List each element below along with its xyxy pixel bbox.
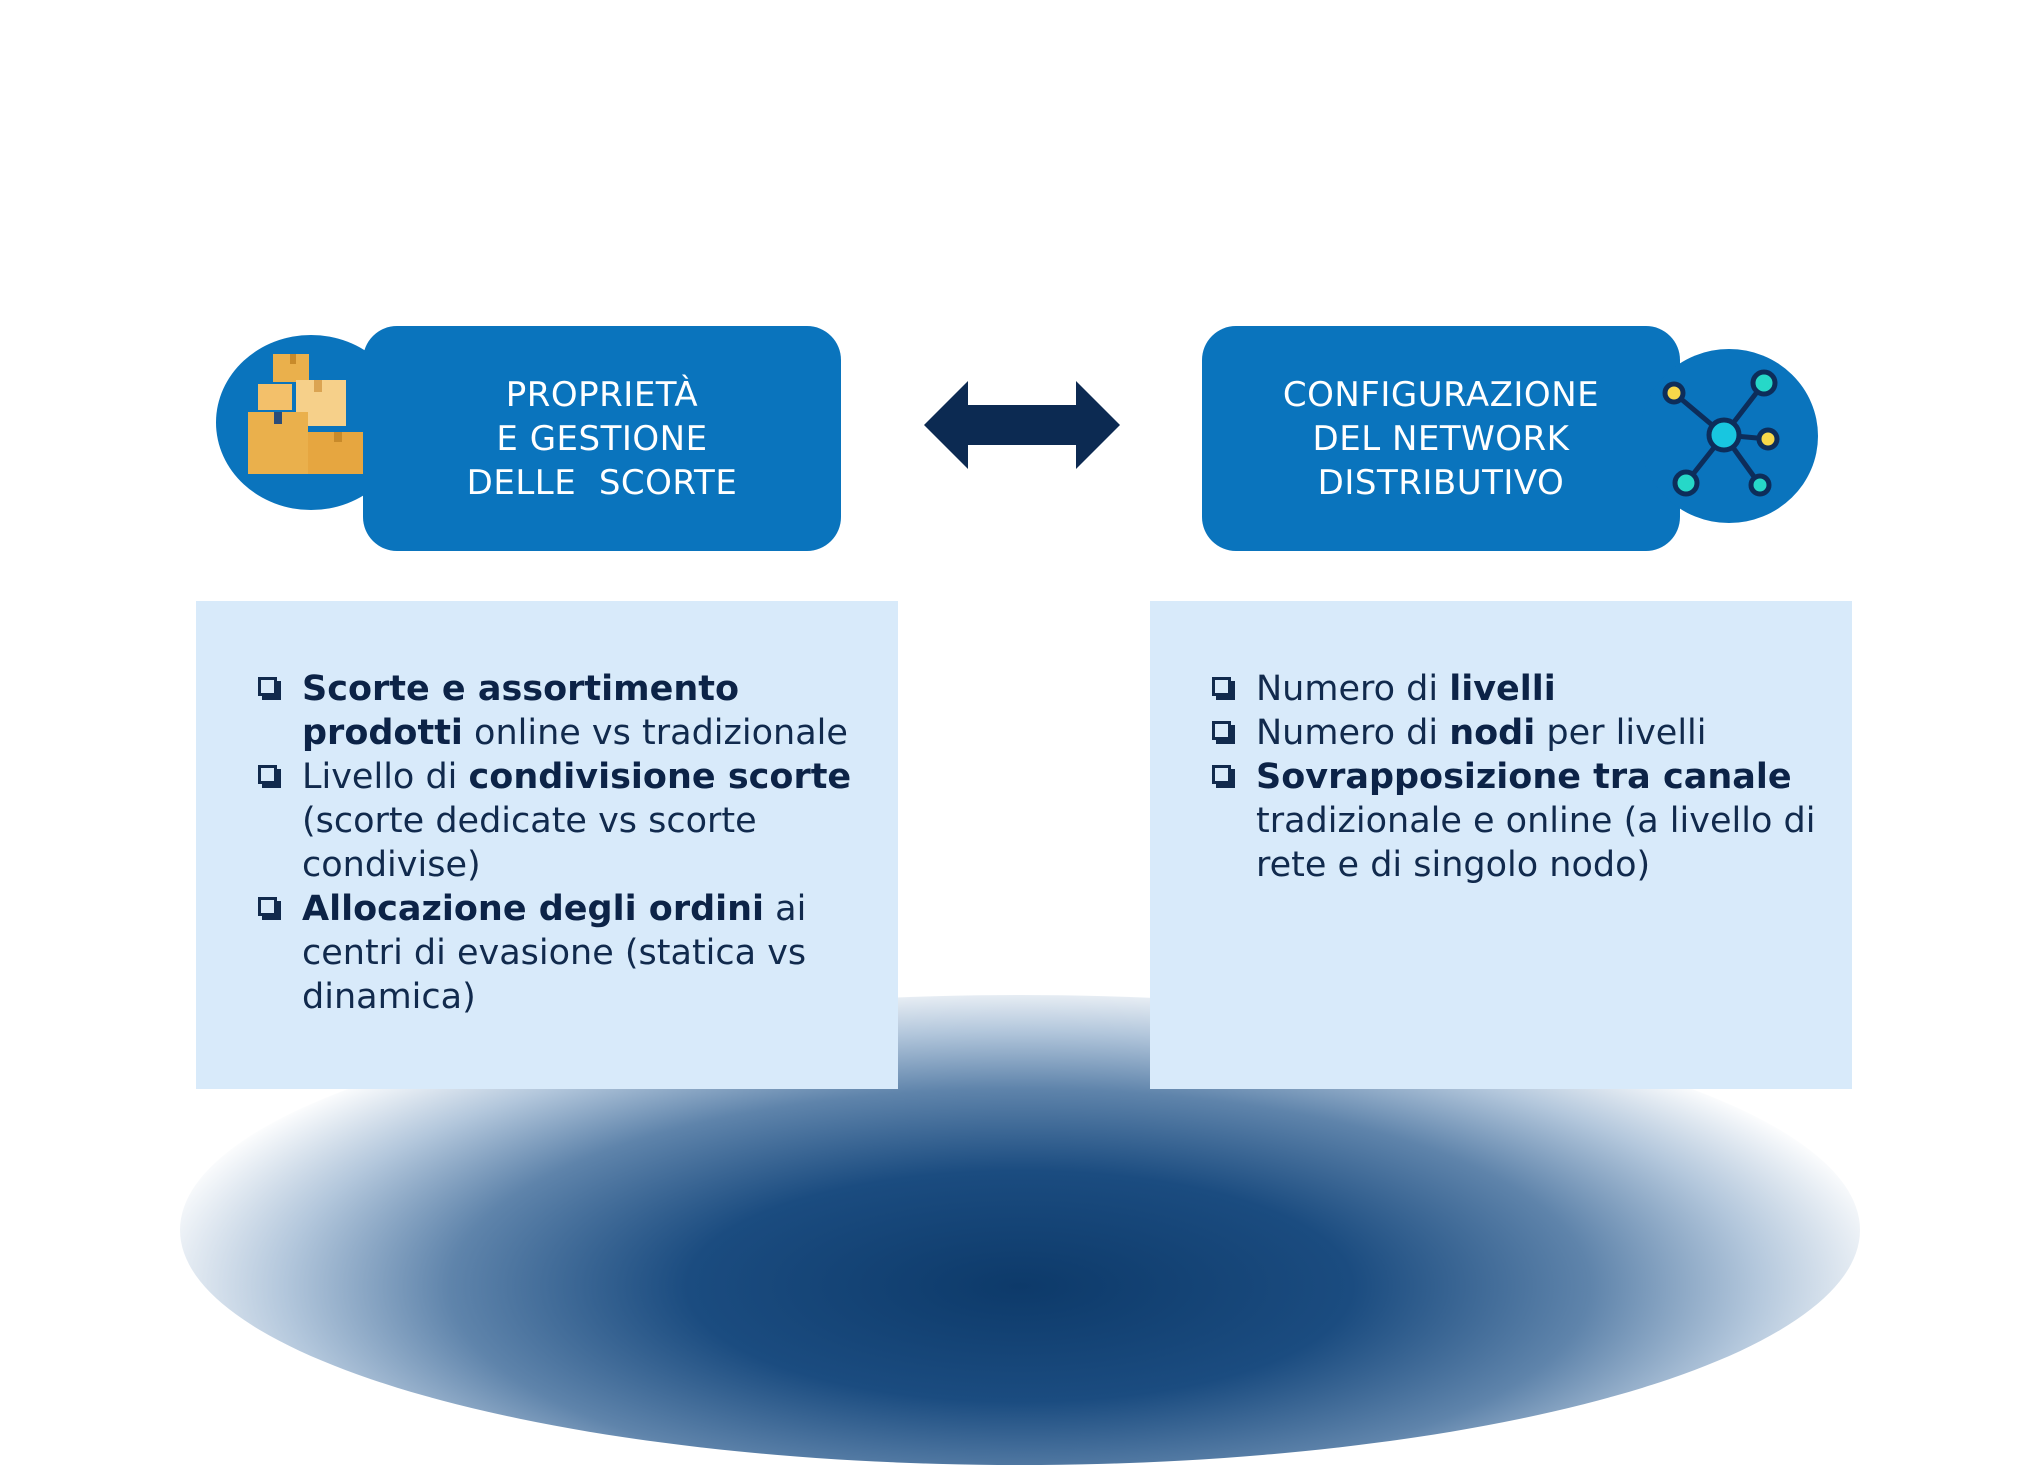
list-item: Numero di nodi per livelli bbox=[1212, 711, 1836, 755]
text: Numero di bbox=[1256, 713, 1450, 753]
list-item: Sovrapposizione tra canale tradizionale … bbox=[1212, 755, 1836, 887]
checkbox-bullet-icon bbox=[1212, 721, 1231, 740]
checkbox-bullet-icon bbox=[258, 677, 277, 696]
title-line: CONFIGURAZIONE bbox=[1282, 374, 1600, 415]
inventory-details-panel: Scorte e assortimento prodotti online vs… bbox=[196, 601, 898, 1089]
double-arrow-icon bbox=[924, 381, 1120, 469]
text: tradizionale e online (a livello di rete… bbox=[1256, 801, 1816, 885]
bold-text: Allocazione degli ordini bbox=[302, 889, 765, 929]
title-line: E GESTIONE bbox=[496, 418, 708, 459]
title-line: PROPRIETÀ bbox=[505, 374, 699, 415]
list-item: Livello di condivisione scorte (scorte d… bbox=[258, 755, 882, 887]
text: ai centri di evasione (statica vs dinami… bbox=[302, 889, 807, 1017]
network-title-card: CONFIGURAZIONE DEL NETWORK DISTRIBUTIVO bbox=[1202, 326, 1680, 551]
text: online vs tradizionale bbox=[462, 713, 848, 753]
network-icon bbox=[1662, 369, 1780, 497]
inventory-title-card: PROPRIETÀ E GESTIONE DELLE SCORTE bbox=[363, 326, 841, 551]
text: Livello di bbox=[302, 757, 469, 797]
bold-text: nodi bbox=[1449, 713, 1536, 753]
checkbox-bullet-icon bbox=[258, 897, 277, 916]
bold-text: livelli bbox=[1449, 669, 1556, 709]
list-item: Allocazione degli ordini ai centri di ev… bbox=[258, 887, 882, 1019]
text: (scorte dedicate vs scorte condivise) bbox=[302, 801, 757, 885]
checkbox-bullet-icon bbox=[258, 765, 277, 784]
title-line: DELLE SCORTE bbox=[466, 462, 738, 503]
boxes-icon bbox=[248, 354, 368, 474]
bold-text: Sovrapposizione tra canale bbox=[1256, 757, 1792, 797]
bold-text: Scorte e assortimento prodotti bbox=[302, 669, 740, 753]
title-line: DEL NETWORK bbox=[1312, 418, 1570, 459]
bold-text: condivisione scorte bbox=[468, 757, 852, 797]
checkbox-bullet-icon bbox=[1212, 765, 1231, 784]
inventory-bullet-list: Scorte e assortimento prodotti online vs… bbox=[258, 667, 882, 1019]
list-item: Scorte e assortimento prodotti online vs… bbox=[258, 667, 882, 755]
checkbox-bullet-icon bbox=[1212, 677, 1231, 696]
text: Numero di bbox=[1256, 669, 1450, 709]
list-item: Numero di livelli bbox=[1212, 667, 1836, 711]
title-line: DISTRIBUTIVO bbox=[1317, 462, 1565, 503]
text: per livelli bbox=[1535, 713, 1707, 753]
